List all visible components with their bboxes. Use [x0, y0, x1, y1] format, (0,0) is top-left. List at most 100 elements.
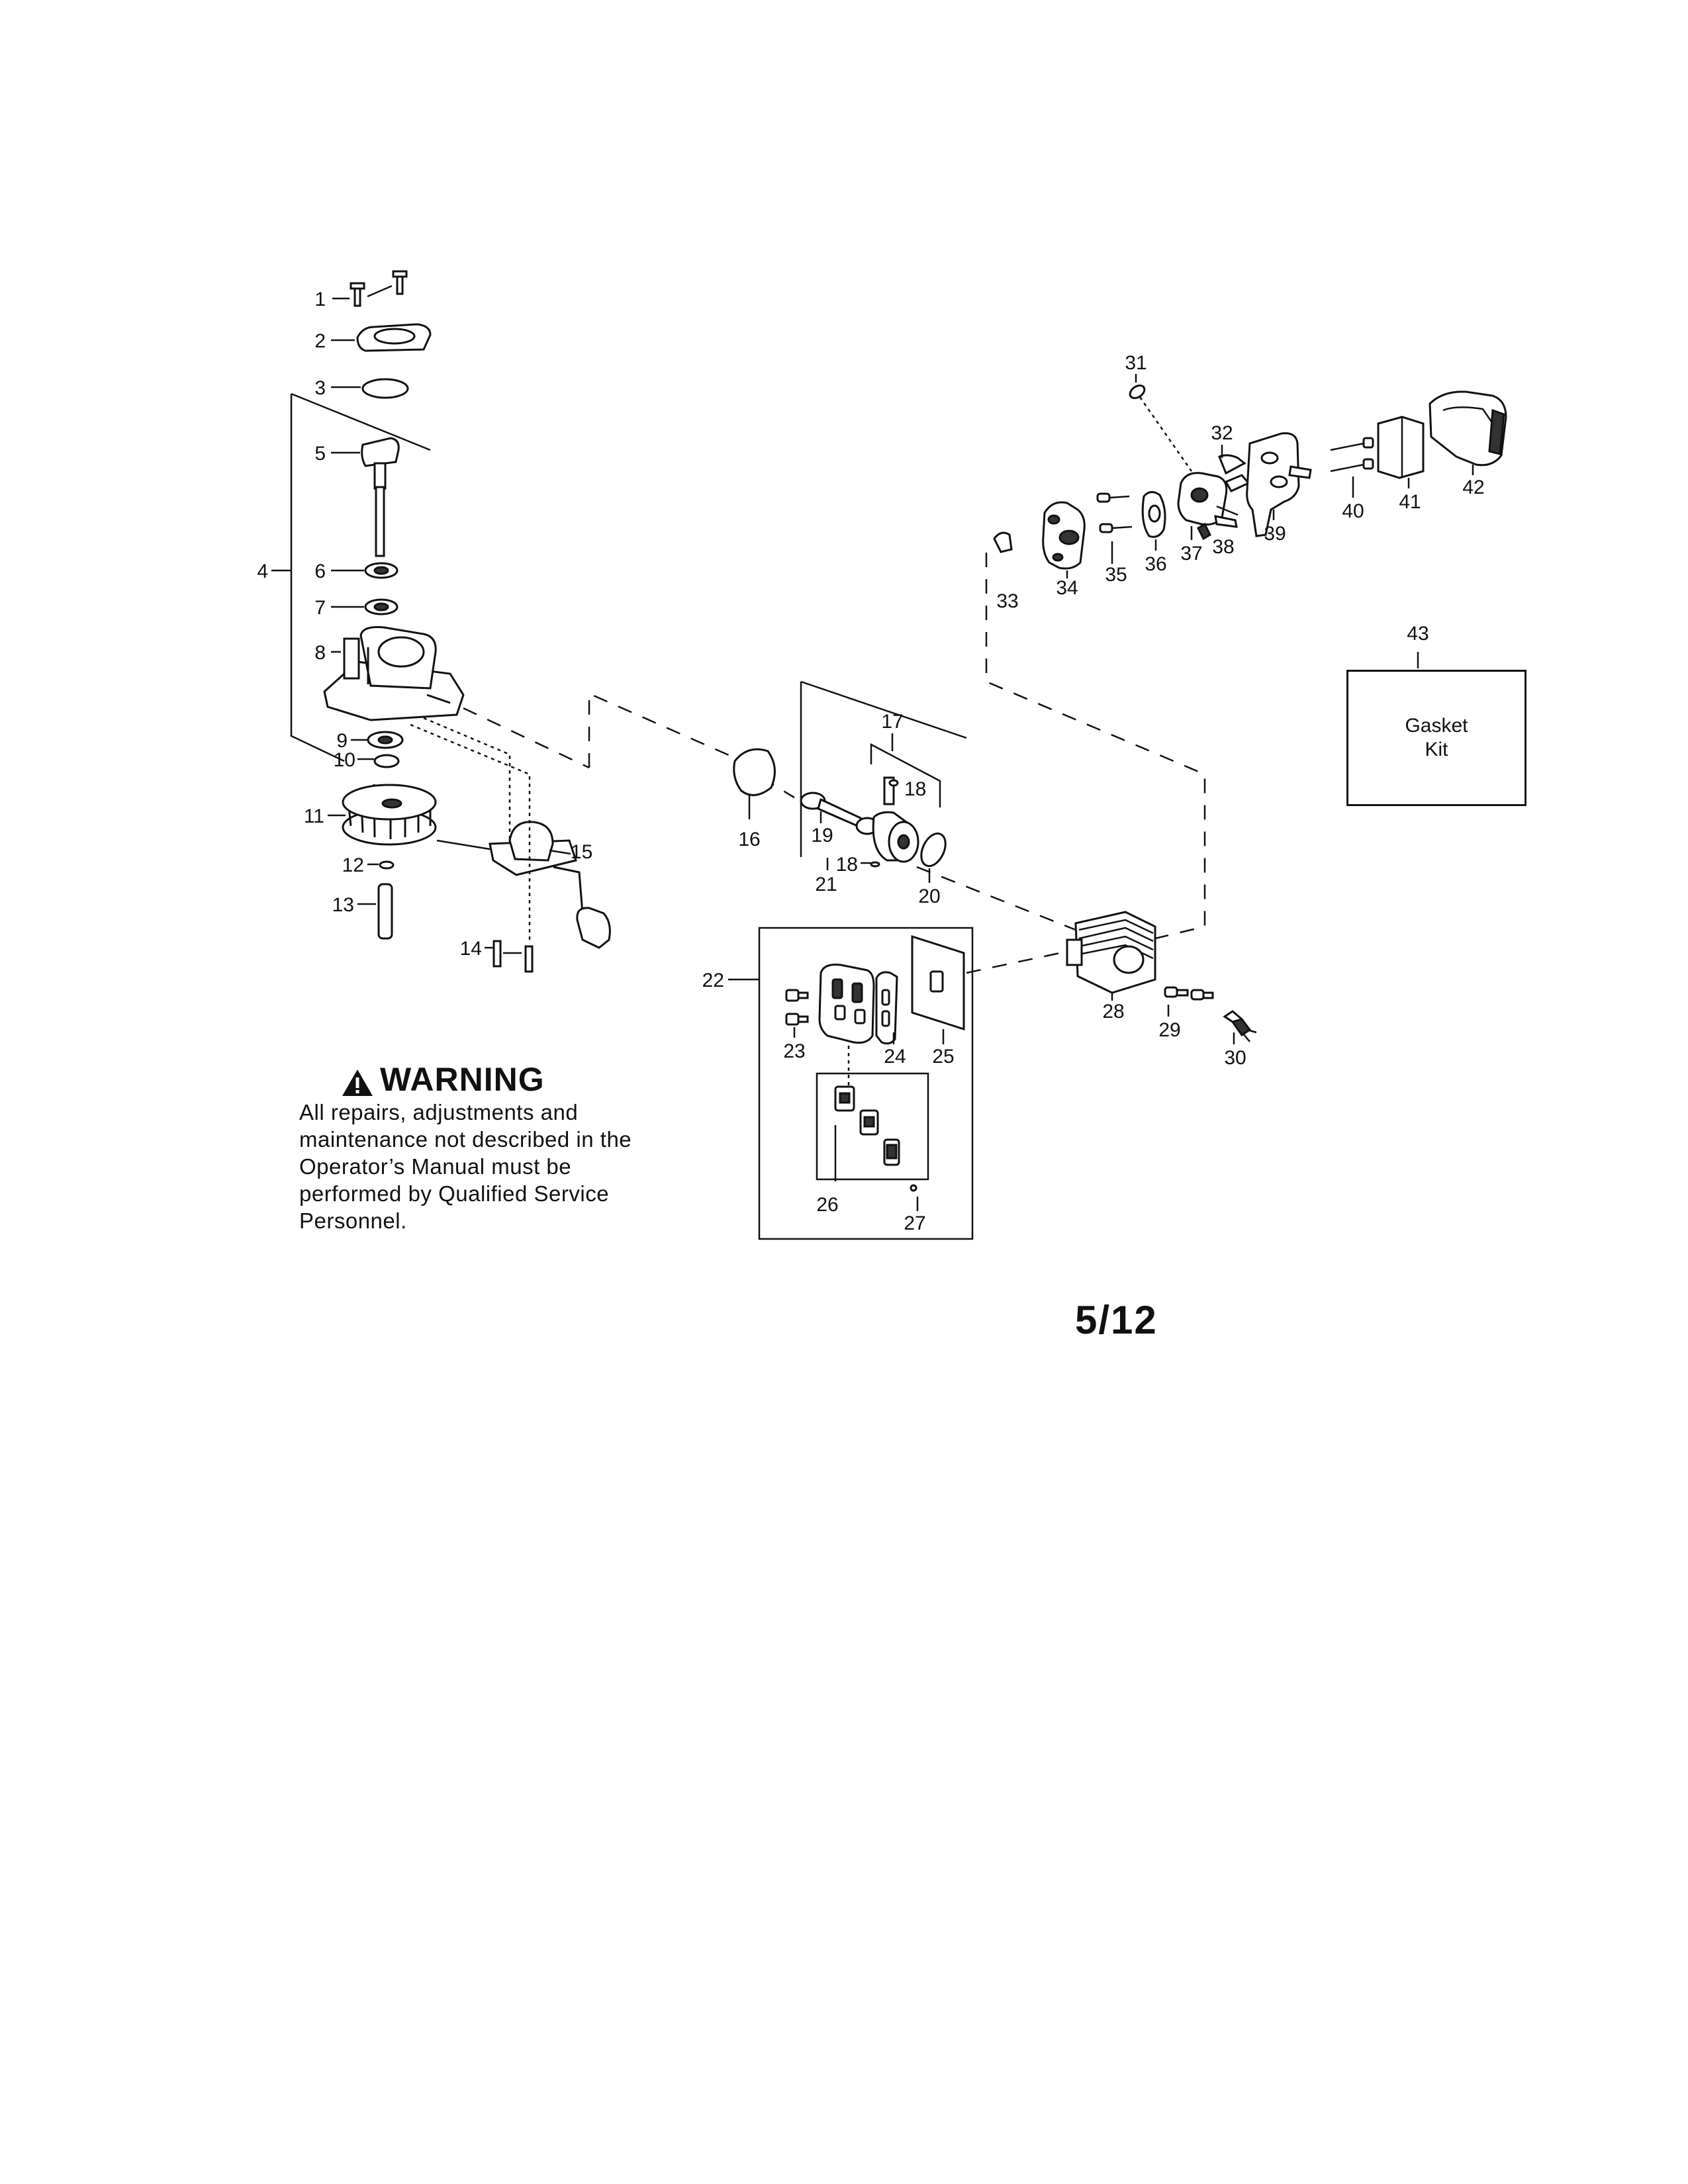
callout-38: 38	[1212, 536, 1234, 558]
callout-6: 6	[314, 561, 326, 582]
callout-10: 10	[334, 749, 355, 771]
part-22-muffler	[818, 964, 875, 1044]
part-25-plate	[911, 934, 965, 1044]
part-34-adapter	[1042, 501, 1086, 570]
callout-16: 16	[738, 829, 760, 850]
part-29-screws	[1164, 986, 1214, 1017]
callout-18a: 18	[904, 778, 926, 800]
callout-19: 19	[811, 825, 833, 846]
callout-29: 29	[1158, 1019, 1180, 1041]
part-24-gasket	[875, 971, 898, 1045]
part-41-filter	[1377, 416, 1425, 488]
part-39-filter-base	[1246, 432, 1312, 537]
warning-notice: WARNING All repairs, adjustments and mai…	[299, 1063, 670, 1234]
bracket-21-top	[800, 680, 967, 739]
callout-21: 21	[815, 874, 837, 895]
part-13-pin	[377, 883, 393, 940]
callout-12: 12	[342, 854, 364, 876]
gasket-kit-label-line1: Gasket	[1405, 715, 1468, 737]
dotted-guide-1	[423, 717, 511, 841]
box-22	[758, 927, 974, 1240]
part-31-plug	[1129, 384, 1146, 400]
bracket-17	[870, 743, 941, 807]
part-15-ignition	[436, 821, 611, 949]
dotted-guide-31	[1139, 396, 1193, 472]
callout-35: 35	[1105, 564, 1127, 586]
callout-1: 1	[314, 289, 326, 310]
dash-link-d	[916, 866, 1076, 931]
callout-4: 4	[257, 561, 268, 582]
part-17-piston	[872, 811, 919, 863]
callout-9: 9	[336, 730, 348, 752]
warning-triangle-icon	[342, 1069, 373, 1096]
part-3-oring	[361, 378, 409, 399]
part-8-crankcase	[323, 626, 465, 721]
part-42-cover	[1429, 390, 1507, 475]
part-11-flywheel	[328, 784, 437, 846]
gasket-kit-box: Gasket Kit	[1346, 670, 1526, 806]
part-27-screw	[910, 1184, 917, 1192]
callout-18b: 18	[836, 854, 858, 876]
part-5-shaft	[331, 437, 400, 557]
dash-link-e	[966, 948, 1076, 974]
part-7-bore	[373, 602, 389, 612]
crankcase-group	[271, 270, 611, 973]
part-26-spark-arrestor	[834, 1085, 900, 1181]
callout-41: 41	[1399, 491, 1421, 513]
warning-text: All repairs, adjustments and maintenance…	[299, 1100, 632, 1233]
callout-39: 39	[1264, 523, 1286, 545]
part-40-screws	[1330, 437, 1374, 498]
part-9-bore	[377, 735, 393, 745]
part-12-washer	[379, 860, 395, 870]
callout-3: 3	[314, 377, 326, 399]
callout-43: 43	[1407, 623, 1429, 645]
callout-7: 7	[314, 597, 326, 619]
dash-link-b	[588, 692, 735, 768]
callout-37: 37	[1180, 543, 1202, 565]
callout-13: 13	[332, 894, 354, 916]
part-33-clip	[993, 531, 1013, 553]
dash-link-a	[463, 707, 590, 769]
part-18-clip	[888, 779, 899, 787]
bracket-4-side	[290, 394, 345, 762]
part-20-ring	[920, 832, 947, 868]
part-38-lever	[1214, 515, 1238, 528]
callout-42: 42	[1462, 477, 1484, 498]
dash-link-f	[985, 553, 1206, 940]
part-37-carburetor	[1177, 454, 1250, 541]
callout-15: 15	[571, 841, 592, 863]
callout-40: 40	[1342, 500, 1364, 522]
gasket-kit-label-line2: Kit	[1425, 739, 1448, 760]
callout-11: 11	[304, 805, 324, 827]
callout-5: 5	[314, 443, 326, 465]
callout-31: 31	[1125, 352, 1147, 374]
bracket-4-top	[291, 392, 431, 451]
part-2-cap	[331, 323, 432, 352]
callout-labels: 1 2 3 4 5 6 7 8 9 10 11 12 13 14 15 16 1…	[257, 289, 1484, 1234]
callout-8: 8	[314, 642, 326, 664]
part-6-bore	[373, 566, 389, 575]
page-number: 5/12	[1075, 1298, 1158, 1342]
box-26	[816, 1072, 929, 1181]
warning-title: WARNING	[342, 1063, 670, 1096]
callout-36: 36	[1145, 553, 1166, 575]
callout-32: 32	[1211, 422, 1233, 444]
part-16-gasket	[733, 748, 776, 819]
part-35-screws	[1096, 492, 1133, 564]
callout-23: 23	[783, 1040, 805, 1062]
part-23-screws	[785, 989, 809, 1038]
callout-20: 20	[918, 886, 940, 907]
part-10-seal	[373, 754, 400, 768]
callout-30: 30	[1224, 1047, 1246, 1069]
callout-24: 24	[884, 1046, 906, 1068]
callout-33: 33	[996, 590, 1018, 612]
part-14-screws	[485, 940, 534, 973]
part-36-gasket	[1141, 491, 1166, 551]
callout-27: 27	[904, 1212, 925, 1234]
callout-26: 26	[816, 1194, 838, 1216]
callout-25: 25	[932, 1046, 954, 1068]
callout-22: 22	[702, 970, 724, 991]
warning-title-text: WARNING	[380, 1061, 545, 1098]
callout-17: 17	[881, 711, 903, 733]
